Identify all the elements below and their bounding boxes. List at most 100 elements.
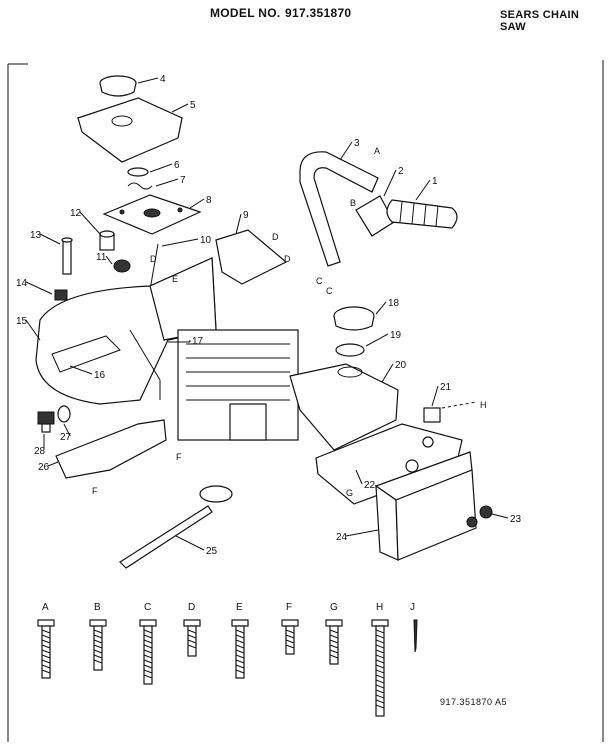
part-14-leader — [25, 281, 53, 295]
leader-h — [441, 401, 477, 409]
part-number-labels: 1234567891011121314151617181920212223242… — [16, 74, 522, 557]
hardware-a: A — [37, 602, 55, 679]
part-25-wrench — [119, 485, 233, 569]
part-4-leader — [137, 77, 159, 84]
part-23-nut-b — [466, 516, 478, 528]
footer-code: 917.351870 A5 — [440, 697, 508, 707]
callout-f2: F — [92, 486, 98, 496]
part-18-fuel-cap — [333, 306, 375, 331]
part-16-leader — [69, 365, 93, 375]
hardware-c: C — [139, 602, 157, 685]
hardware-j-label: J — [410, 602, 415, 613]
part-28-plug — [37, 411, 55, 433]
part-24-cover — [374, 451, 477, 561]
part-12-label: 12 — [70, 208, 82, 219]
model-number-value: 917.351870 — [285, 6, 352, 20]
part-26-guard — [55, 419, 167, 479]
part-6-leader — [149, 163, 173, 173]
part-8-plate — [102, 194, 202, 235]
hardware-j: J — [410, 602, 418, 653]
hardware-h: H — [371, 602, 389, 717]
hardware-b-label: B — [94, 602, 101, 613]
part-12-bushing — [99, 230, 115, 251]
part-14-nut — [54, 289, 68, 301]
part-17-label: 17 — [192, 336, 204, 347]
hardware-a-label: A — [42, 602, 49, 613]
callout-h: H — [480, 400, 487, 410]
part-1-leader — [415, 179, 431, 201]
part-12-leader — [79, 211, 101, 235]
callout-f1: F — [176, 452, 182, 462]
part-25-label: 25 — [206, 546, 218, 557]
part-11-leader — [105, 255, 113, 265]
part-11-grommet — [113, 259, 131, 273]
part-21-clip — [423, 407, 441, 423]
document-title: SEARS CHAIN SAW — [500, 9, 580, 33]
part-22-leader — [355, 469, 363, 485]
part-21-label: 21 — [440, 382, 452, 393]
hardware-g: G — [325, 602, 343, 665]
part-13-leader — [39, 233, 61, 245]
part-24-leader — [345, 529, 379, 537]
callout-d1: D — [150, 254, 157, 264]
part-8-leader — [189, 198, 205, 209]
part-9-label: 9 — [243, 210, 249, 221]
part-21-leader — [431, 385, 439, 407]
callout-b: B — [350, 198, 356, 208]
part-19-label: 19 — [390, 330, 402, 341]
part-3-leader — [339, 141, 353, 161]
part-7-leader — [155, 178, 179, 187]
part-18-leader — [375, 301, 387, 315]
hardware-h-label: H — [376, 602, 383, 613]
part-6-washer — [127, 167, 149, 177]
part-2-leader — [383, 169, 397, 197]
part-13-pin — [61, 237, 73, 275]
part-5-label: 5 — [190, 100, 196, 111]
hardware-b: B — [89, 602, 107, 671]
part-16-label: 16 — [94, 370, 106, 381]
part-10-leader — [161, 238, 199, 247]
part-13-label: 13 — [30, 230, 42, 241]
hardware-e-label: E — [236, 602, 243, 613]
part-20-label: 20 — [395, 360, 407, 371]
part-1-label: 1 — [432, 176, 438, 187]
callout-c1: C — [316, 276, 323, 286]
callout-a: A — [374, 146, 380, 156]
part-26-leader — [47, 461, 59, 467]
part-2-label: 2 — [398, 166, 404, 177]
hardware-d: D — [183, 602, 201, 657]
hardware-f-label: F — [286, 602, 292, 613]
callout-c2: C — [326, 286, 333, 296]
part-25-leader — [175, 535, 205, 551]
part-19-o-ring — [335, 343, 365, 357]
part-15-label: 15 — [16, 316, 28, 327]
part-22-label: 22 — [364, 480, 376, 491]
part-15-leader — [25, 319, 41, 341]
part-7-spring — [127, 182, 153, 190]
callout-d3: D — [284, 254, 291, 264]
part-28-label: 28 — [34, 446, 46, 457]
part-27-washer — [57, 405, 71, 423]
callout-g: G — [346, 488, 353, 498]
part-27-label: 27 — [60, 432, 72, 443]
part-15-housing — [35, 257, 217, 405]
part-4-cap — [99, 75, 137, 97]
engine-block — [177, 329, 299, 441]
part-23-label: 23 — [510, 514, 522, 525]
hardware-e: E — [231, 602, 249, 679]
callout-e: E — [172, 274, 178, 284]
part-26-label: 26 — [38, 462, 50, 473]
part-18-label: 18 — [388, 298, 400, 309]
part-23-nut-a — [479, 505, 493, 519]
part-24-label: 24 — [336, 532, 348, 543]
part-19-leader — [365, 333, 389, 347]
part-7-label: 7 — [180, 175, 186, 186]
model-number-label: MODEL NO. — [210, 6, 281, 20]
part-20-leader — [381, 363, 394, 383]
part-11-label: 11 — [96, 252, 107, 263]
part-4-label: 4 — [160, 74, 166, 85]
part-5-cover — [76, 97, 184, 163]
part-1-grip — [386, 199, 458, 229]
